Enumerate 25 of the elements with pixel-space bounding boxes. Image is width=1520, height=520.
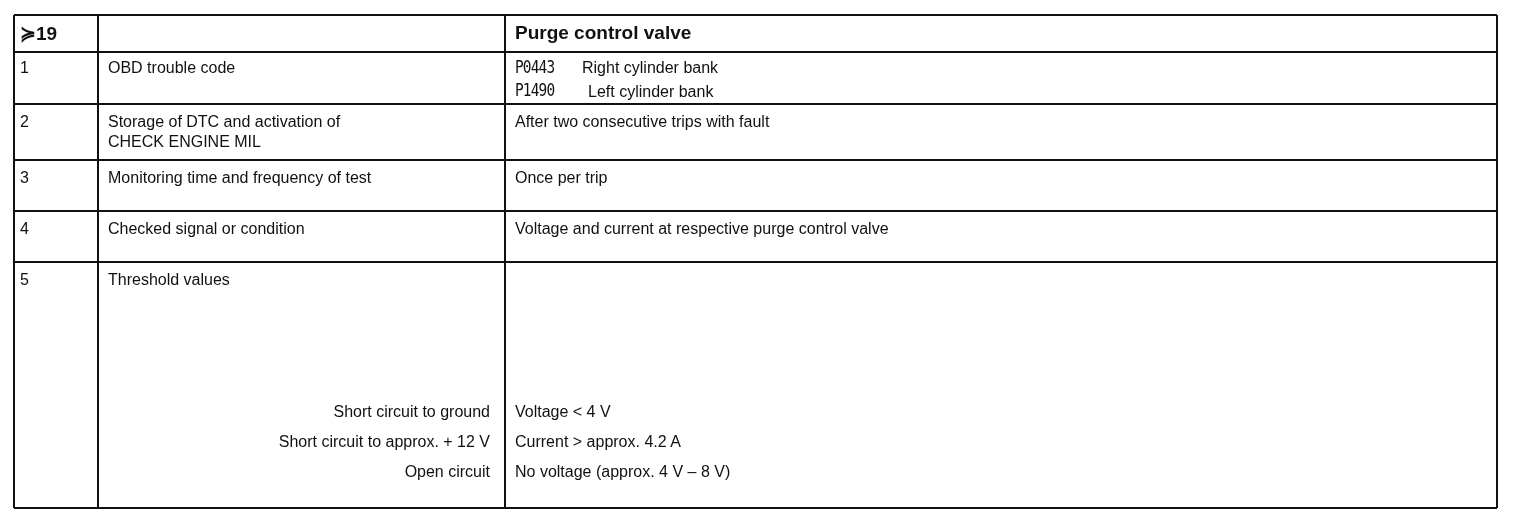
- row-number: 5: [20, 270, 29, 290]
- condition-label: Short circuit to approx. + 12 V: [277, 432, 490, 452]
- row-label: Monitoring time and frequency of test: [108, 168, 372, 188]
- row-value: Current > approx. 4.2 A: [515, 432, 681, 452]
- row-number: 1: [20, 58, 29, 78]
- row-label: Checked signal or condition: [108, 219, 305, 239]
- row-label: OBD trouble code: [108, 58, 236, 78]
- row-value: Voltage < 4 V: [515, 402, 611, 422]
- row-number: 2: [20, 112, 29, 132]
- trouble-code: P1490: [515, 80, 555, 100]
- trouble-code: P0443: [515, 57, 555, 77]
- row-label: Threshold values: [108, 270, 230, 290]
- row-value: No voltage (approx. 4 V – 8 V): [515, 462, 731, 482]
- table-heading: Purge control valve: [515, 23, 692, 43]
- row-number: 3: [20, 168, 29, 188]
- row-number: 4: [20, 219, 29, 239]
- code-description: Right cylinder bank: [582, 58, 719, 78]
- row-value: After two consecutive trips with fault: [515, 112, 770, 132]
- condition-label: Short circuit to ground: [332, 402, 490, 422]
- condition-label: Open circuit: [403, 462, 490, 482]
- row-label: Storage of DTC and activation of CHECK ENGINE MIL: [108, 112, 342, 152]
- code-description: Left cylinder bank: [588, 82, 714, 102]
- row-value: Voltage and current at respective purge control valve: [515, 219, 889, 239]
- row-value: Once per trip: [515, 168, 608, 188]
- section-number: ≽19: [20, 24, 58, 44]
